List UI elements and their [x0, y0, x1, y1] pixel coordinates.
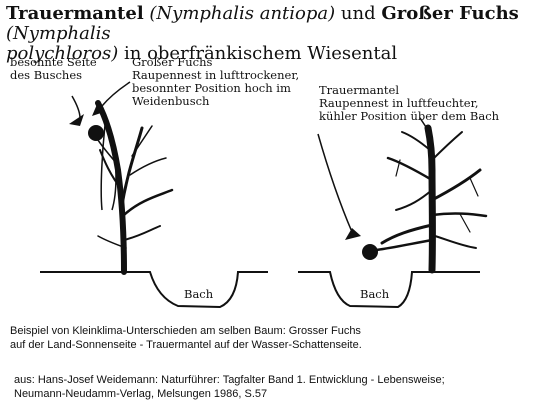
label-fuchs-line4: Weidenbusch [132, 94, 210, 108]
diagram-title: Trauermantel (Nymphalis antiopa) und Gro… [6, 4, 556, 64]
title-trauermantel: Trauermantel [6, 3, 144, 24]
label-sunny-side-line2: des Busches [10, 68, 83, 82]
caption: Beispiel von Kleinklima-Unterschieden am… [10, 324, 362, 352]
title-wiesental: in oberfränkischem Wiesental [124, 43, 398, 64]
title-grosser-fuchs: Großer Fuchs [381, 3, 519, 24]
title-und: und [340, 3, 376, 24]
left-arrow-group [69, 81, 131, 211]
left-ground [40, 271, 268, 309]
label-trauer-line3: kühler Position über dem Bach [319, 109, 500, 123]
source-line2: Neumann-Neudamm-Verlag, Melsungen 1986, … [14, 388, 268, 400]
trauermantel-nest-marker [362, 244, 378, 260]
caption-line2: auf der Land-Sonnenseite - Trauermantel … [10, 339, 362, 351]
right-arrow-group [317, 133, 361, 240]
right-creek-label: Bach [360, 287, 390, 301]
label-fuchs-line2: Raupennest in lufttrockener, [132, 68, 300, 82]
label-trauer-line2: Raupennest in luftfeuchter, [319, 96, 479, 110]
label-trauer-line1: Trauermantel [319, 83, 400, 97]
label-fuchs-line1: Großer Fuchs [132, 55, 213, 69]
right-ground [298, 271, 480, 309]
label-fuchs-line3: besonnter Position hoch im [132, 81, 291, 95]
title-antiopa: (Nymphalis antiopa) [149, 3, 336, 24]
source-line1: aus: Hans-Josef Weidemann: Naturführer: … [14, 374, 445, 386]
title-polychloros: polychloros) [6, 43, 119, 64]
left-creek-label: Bach [184, 287, 214, 301]
caption-line1: Beispiel von Kleinklima-Unterschieden am… [10, 325, 361, 337]
title-nymphalis: (Nymphalis [6, 23, 111, 44]
right-tree [374, 117, 488, 274]
label-sunny-side-line1: besonnte Seite [10, 55, 97, 69]
fuchs-nest-marker [88, 125, 104, 141]
source-citation: aus: Hans-Josef Weidemann: Naturführer: … [14, 373, 445, 401]
